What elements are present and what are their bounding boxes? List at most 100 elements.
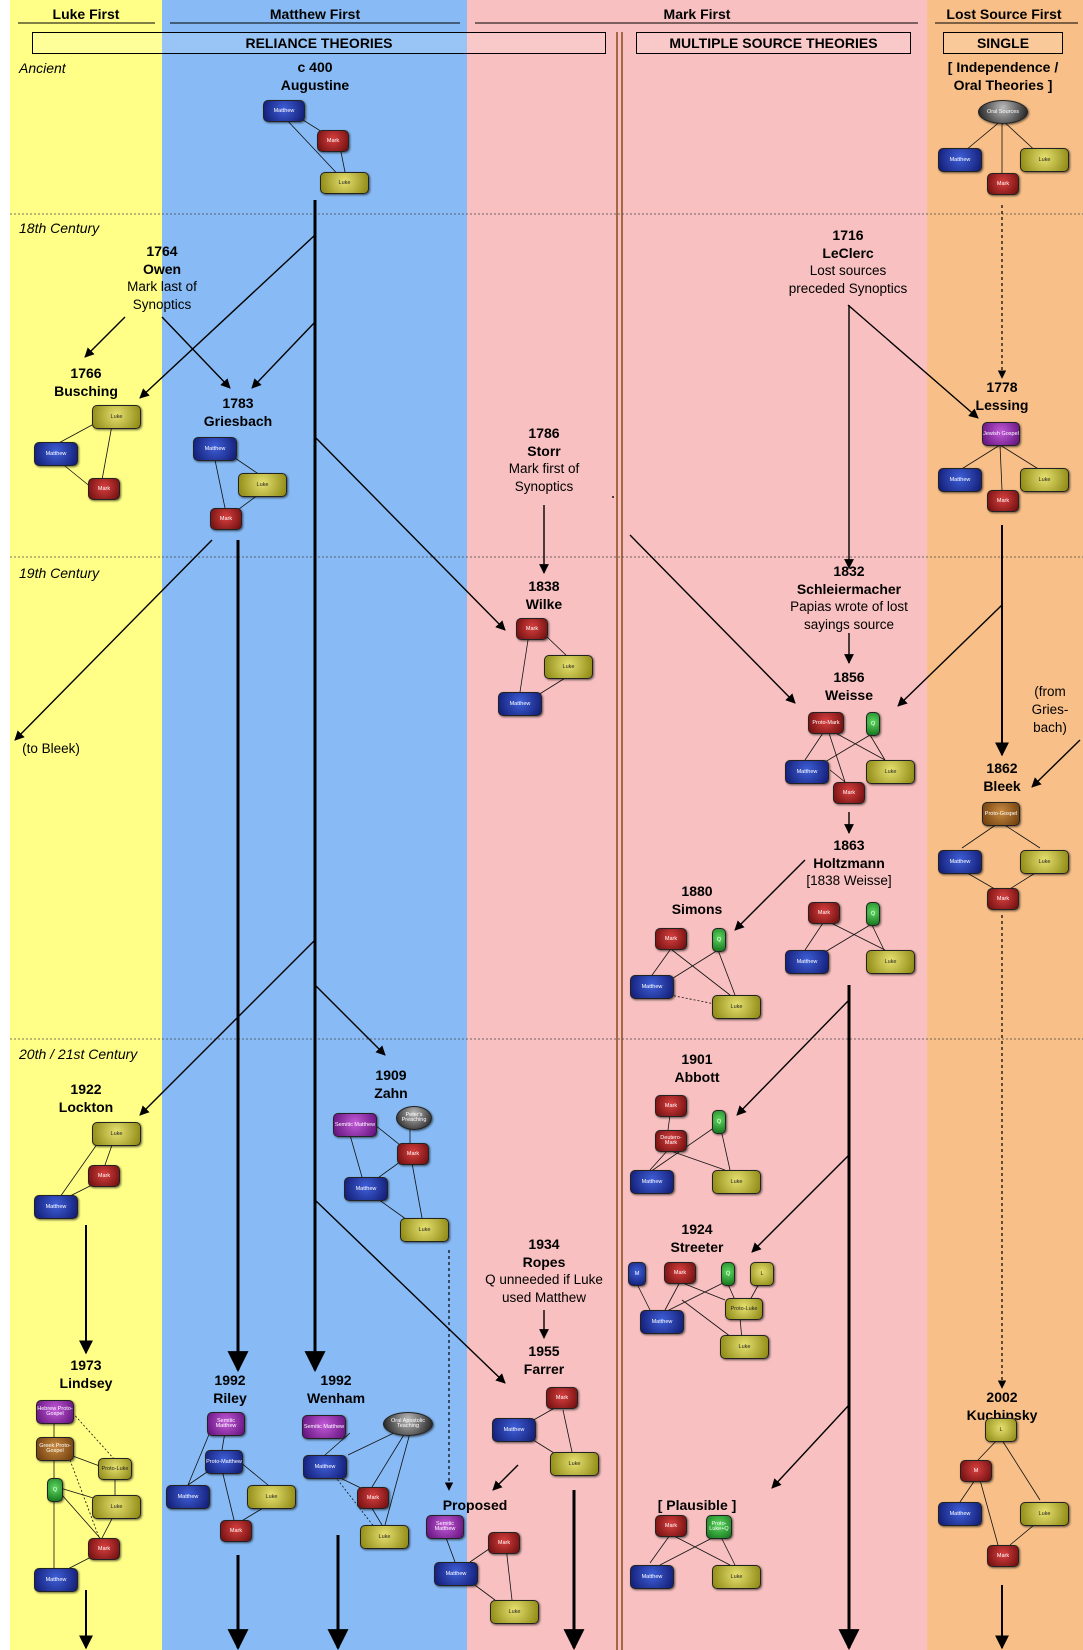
node-q: Q: [866, 712, 880, 736]
node-matthew: Matthew: [34, 1195, 78, 1219]
node-luke: Luke: [712, 995, 761, 1019]
node-proto-luke: Proto-Luke: [725, 1298, 763, 1320]
node-proto-matthew: Proto-Matthew: [205, 1450, 243, 1474]
node-semitic-matthew: Semitic Matthew: [302, 1415, 346, 1439]
node-mark: Mark: [655, 1515, 687, 1537]
node-m: M: [960, 1460, 992, 1482]
node-greek-proto-gospel: Greek Proto-Gospel: [36, 1437, 74, 1461]
node-mark: Mark: [488, 1532, 520, 1554]
node-mark: Mark: [808, 902, 840, 924]
node-semitic-matthew: Semitic Matthew: [207, 1412, 245, 1436]
era-19th-century: 19th Century: [19, 565, 100, 581]
node-matthew: Matthew: [263, 100, 305, 122]
header-mark-first: Mark First: [663, 6, 731, 22]
node-luke: Luke: [92, 405, 141, 429]
node-semitic-matthew: Semitic Matthew: [426, 1515, 464, 1539]
node-matthew: Matthew: [785, 760, 829, 784]
node-mark: Mark: [516, 618, 548, 640]
node-proto-gospel: Proto-Gospel: [982, 802, 1020, 826]
node-l: L: [750, 1262, 774, 1286]
node-luke: Luke: [866, 950, 915, 974]
node-q: Q: [712, 928, 726, 952]
reliance-theories-box: RELIANCE THEORIES: [32, 32, 606, 54]
era-20th-21st-century: 20th / 21st Century: [19, 1046, 138, 1062]
header-lost-source-first: Lost Source First: [946, 6, 1062, 22]
node-matthew: Matthew: [640, 1310, 684, 1334]
node-mark: Mark: [357, 1487, 389, 1509]
node-luke: Luke: [1020, 468, 1069, 492]
node-luke: Luke: [550, 1452, 599, 1476]
node-mark: Mark: [317, 130, 349, 152]
node-luke: Luke: [712, 1565, 761, 1589]
node-luke: Luke: [92, 1495, 141, 1519]
node-proto-luke-q: Proto-Luke+Q: [706, 1515, 732, 1539]
node-proto-mark: Proto-Mark: [808, 712, 844, 734]
node-luke: Luke: [490, 1600, 539, 1624]
node-luke: Luke: [1020, 148, 1069, 172]
node-luke: Luke: [866, 760, 915, 784]
node-mark: Mark: [987, 888, 1019, 910]
node-mark: Mark: [987, 173, 1019, 195]
node-matthew: Matthew: [34, 1568, 78, 1592]
node-matthew: Matthew: [344, 1177, 388, 1201]
luke-first-column: [10, 0, 162, 1650]
node-matthew: Matthew: [498, 692, 542, 716]
note-plausible: [ Plausible ]: [657, 1497, 737, 1513]
era-ancient: Ancient: [19, 60, 66, 76]
node-q: Q: [47, 1478, 63, 1502]
node-matthew: Matthew: [193, 437, 237, 461]
node-matthew: Matthew: [492, 1418, 536, 1442]
node-matthew: Matthew: [166, 1485, 210, 1509]
node-luke: Luke: [360, 1525, 409, 1549]
node-peters-preaching: Peter's Preaching: [396, 1106, 432, 1130]
node-mark: Mark: [987, 1545, 1019, 1567]
node-luke: Luke: [1020, 850, 1069, 874]
node-proto-luke: Proto-Luke: [98, 1458, 132, 1480]
node-mark: Mark: [210, 508, 242, 530]
node-matthew: Matthew: [434, 1562, 478, 1586]
node-mark: Mark: [88, 1538, 120, 1560]
node-mark: Mark: [987, 490, 1019, 512]
node-mark: Mark: [655, 928, 687, 950]
node-mark: Mark: [655, 1095, 687, 1117]
node-mark: Mark: [397, 1143, 429, 1165]
node-oral-sources: Oral Sources: [978, 100, 1028, 124]
era-18th-century: 18th Century: [19, 220, 100, 236]
node-matthew: Matthew: [938, 468, 982, 492]
node-mark: Mark: [833, 782, 865, 804]
node-luke: Luke: [247, 1485, 296, 1509]
node-luke: Luke: [1020, 1502, 1069, 1526]
node-mark: Mark: [664, 1262, 696, 1284]
node-q: Q: [712, 1110, 726, 1134]
node-luke: Luke: [720, 1335, 769, 1359]
note-proposed: Proposed: [442, 1497, 508, 1513]
node-q: Q: [721, 1262, 735, 1286]
header-luke-first: Luke First: [52, 6, 120, 22]
single-box: SINGLE: [943, 32, 1063, 54]
header-matthew-first: Matthew First: [269, 6, 361, 22]
node-l: L: [985, 1418, 1017, 1442]
node-matthew: Matthew: [34, 442, 78, 466]
node-luke: Luke: [92, 1122, 141, 1146]
node-mark: Mark: [88, 478, 120, 500]
node-luke: Luke: [544, 655, 593, 679]
